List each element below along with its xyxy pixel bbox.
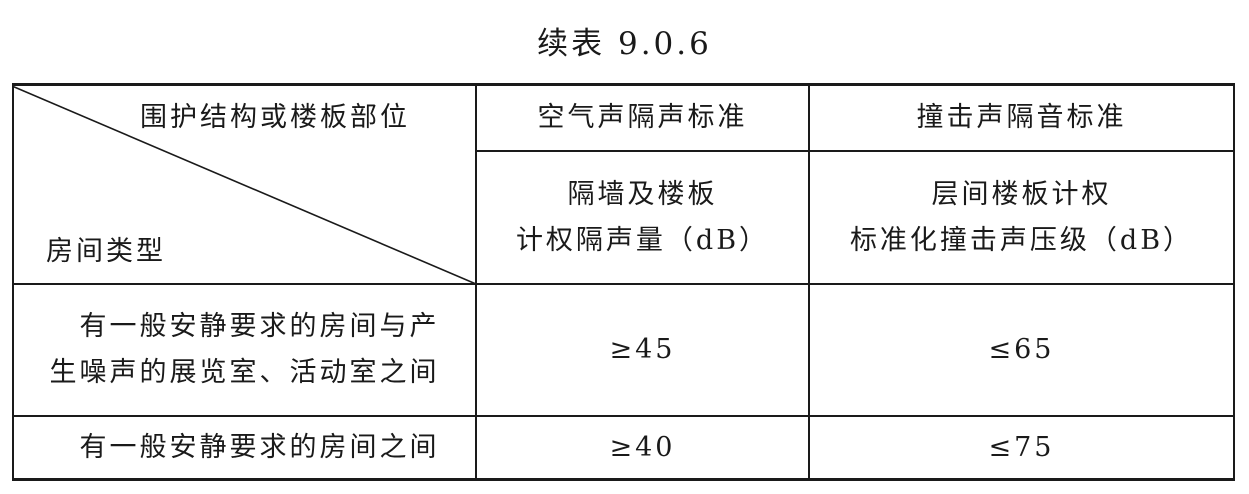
header-impact-sub: 层间楼板计权 标准化撞击声压级（dB） [810,152,1233,283]
header-impact-sub-line1: 层间楼板计权 [931,178,1112,210]
table-row-2-room-type: 有一般安静要求的房间之间 [79,432,440,463]
corner-label-top: 围护结构或楼板部位 [140,102,410,133]
corner-label-bottom: 房间类型 [46,236,166,267]
header-impact-sub-line2: 标准化撞击声压级（dB） [849,224,1194,256]
table-frame [12,83,1235,481]
table-row-1-air-value: ≥45 [609,334,676,365]
table-row-1-impact-value: ≤65 [988,334,1055,365]
row-1-room-line2: 生噪声的展览室、活动室之间 [49,357,440,388]
header-air-sound-standard: 空气声隔声标准 [537,102,748,133]
header-air-sub: 隔墙及楼板 计权隔声量（dB） [477,152,808,283]
vertical-rule-right [1233,84,1235,480]
table-row-2-impact-value: ≤75 [988,432,1055,463]
vertical-rule-col2 [808,84,810,480]
table-row-1-room-type: 有一般安静要求的房间与产 生噪声的展览室、活动室之间 [14,285,475,415]
vertical-rule-left [12,84,14,480]
horizontal-rule-header-split [476,150,1234,152]
header-air-sub-line2: 计权隔声量（dB） [515,224,770,256]
vertical-rule-col1 [475,84,477,480]
corner-diagonal-line [12,86,476,284]
horizontal-rule-header-bottom [12,283,1235,285]
table-title: 续表 9.0.6 [537,26,712,62]
row-1-room-line1: 有一般安静要求的房间与产 [79,311,440,342]
horizontal-rule-row-split [12,415,1235,417]
header-impact-sound-standard: 撞击声隔音标准 [916,102,1127,133]
header-air-sub-line1: 隔墙及楼板 [567,178,718,210]
table-row-2-air-value: ≥40 [609,432,676,463]
